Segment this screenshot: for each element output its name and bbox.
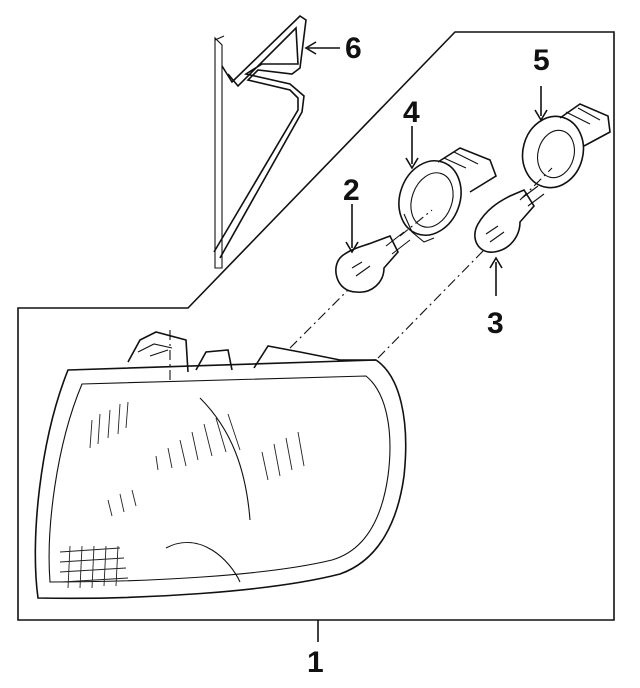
callout-2: 2 bbox=[343, 174, 360, 207]
bulb-part-3 bbox=[474, 185, 545, 296]
alignment-lines bbox=[169, 167, 553, 380]
lamp-housing bbox=[34, 331, 407, 600]
callout-4: 4 bbox=[403, 96, 420, 129]
bulb-part-2 bbox=[335, 204, 411, 293]
wire-clip-part-6 bbox=[213, 14, 307, 269]
callout-6: 6 bbox=[345, 32, 362, 65]
socket-part-5 bbox=[521, 86, 611, 189]
socket-part-4 bbox=[398, 126, 497, 243]
callout-1: 1 bbox=[307, 646, 324, 679]
assembly-frame bbox=[17, 31, 615, 642]
leader-6-arrow bbox=[304, 41, 317, 55]
callout-5: 5 bbox=[533, 44, 550, 77]
callout-3: 3 bbox=[487, 307, 504, 340]
